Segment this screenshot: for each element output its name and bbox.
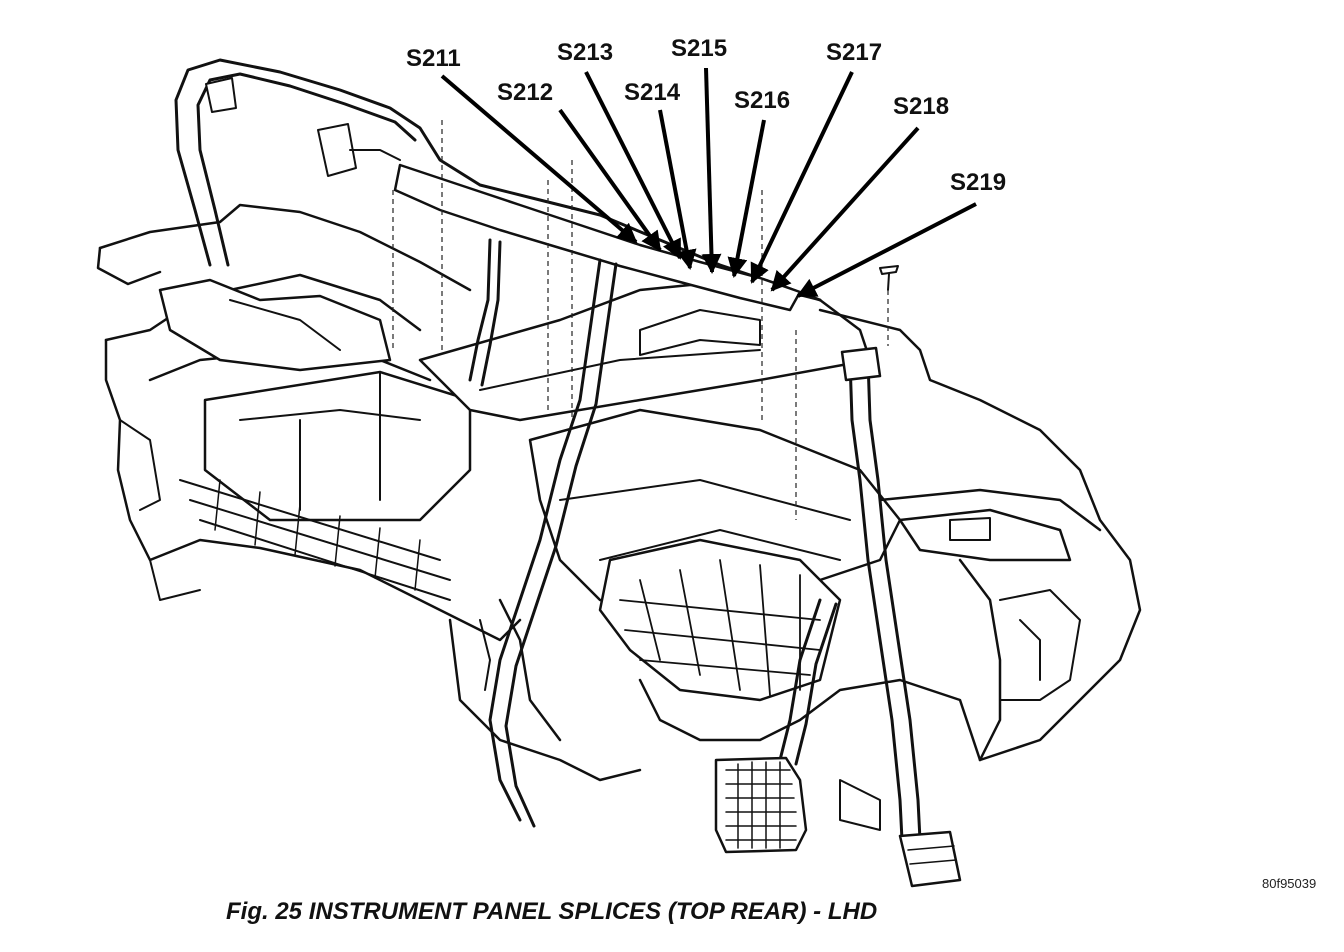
leader-s217 [750, 71, 854, 284]
alignment-lines [392, 120, 889, 520]
leader-s218 [770, 126, 920, 292]
leader-s214 [658, 109, 697, 270]
figure-caption: Fig. 25 INSTRUMENT PANEL SPLICES (TOP RE… [226, 898, 878, 925]
lower-right-connector [898, 830, 962, 888]
callout-s219: S219 [950, 169, 1006, 196]
panel-frame [96, 203, 1142, 831]
callout-s215: S215 [671, 35, 727, 62]
leader-s215 [701, 67, 722, 274]
callout-s213: S213 [557, 39, 613, 66]
callout-s217: S217 [826, 39, 882, 66]
leader-s212 [558, 108, 662, 252]
bottom-connector [714, 756, 808, 854]
leader-s211 [440, 74, 638, 244]
wiring-harness [174, 58, 922, 842]
callout-s214: S214 [624, 79, 681, 106]
callout-s211: S211 [406, 45, 461, 72]
callout-s216: S216 [734, 87, 790, 114]
figure-id: 80f95039 [1262, 876, 1317, 891]
leader-s216 [727, 119, 766, 278]
callout-s218: S218 [893, 93, 949, 120]
callout-leaders [440, 67, 977, 298]
screw-icon [879, 265, 899, 291]
callout-s212: S212 [497, 79, 553, 106]
leader-s219 [796, 202, 977, 298]
callout-labels: S211 S212 S213 S214 S215 S216 S217 S218 … [406, 35, 1006, 196]
leader-s213 [584, 71, 682, 260]
